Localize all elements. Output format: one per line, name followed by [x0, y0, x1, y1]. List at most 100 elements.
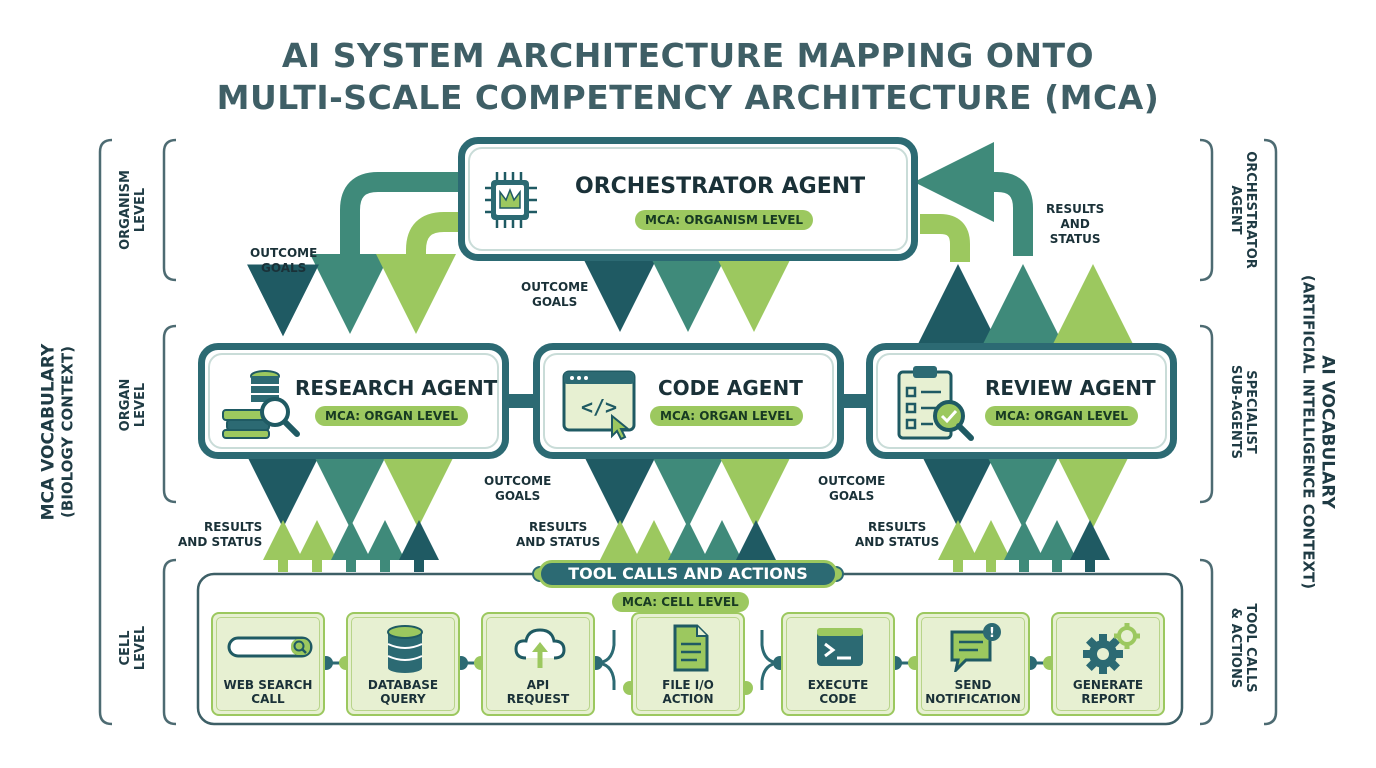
results-status-label-top: RESULTS AND STATUS [1046, 202, 1104, 247]
level-label-line: AGENT [1228, 185, 1243, 235]
review-agent-mca-pill: MCA: ORGAN LEVEL [985, 406, 1139, 426]
orchestrator-agent-box: ORCHESTRATOR AGENT MCA: ORGANISM LEVEL [458, 137, 918, 261]
outcome-goals-label-center: OUTCOME GOALS [521, 280, 588, 310]
flow-label-line: AND [1060, 217, 1090, 231]
document-icon [673, 624, 709, 672]
tool-label-line: NOTIFICATION [925, 692, 1021, 707]
level-label-line: SUB-AGENTS [1228, 365, 1243, 459]
level-label-line: & ACTIONS [1228, 607, 1243, 689]
tool-label-line: API [526, 678, 550, 692]
research-agent-mca-pill: MCA: ORGAN LEVEL [315, 406, 469, 426]
panel-inner-border [543, 353, 834, 449]
code-agent-box: </> CODE AGENT MCA: ORGAN LEVEL [533, 343, 844, 459]
tool-inner-border [921, 617, 1025, 711]
ai-vocabulary-title: AI VOCABULARY [1317, 355, 1338, 509]
clipboard-check-icon [897, 366, 974, 441]
level-label-line: TOOL CALLS [1242, 603, 1258, 693]
orchestrator-mca-pill: MCA: ORGANISM LEVEL [635, 210, 814, 230]
level-label-line: CELL [118, 630, 134, 666]
left-level-brackets [162, 138, 177, 726]
tool-label: FILE I/O ACTION [633, 678, 743, 707]
code-agent-title: CODE AGENT [658, 376, 803, 400]
right-vocabulary-label: AI VOCABULARY (ARTIFICIAL INTELLIGENCE C… [1300, 275, 1338, 589]
tool-label: DATABASE QUERY [348, 678, 458, 707]
level-label-line: ORGAN [118, 378, 134, 432]
tool-inner-border [351, 617, 455, 711]
tool-label-line: REPORT [1081, 692, 1135, 707]
level-label-line: LEVEL [133, 382, 148, 428]
tool-label: API REQUEST [483, 678, 593, 707]
tool-label-line: REQUEST [506, 692, 570, 707]
level-label-line: ORGANISM [118, 170, 134, 250]
tool-label-line: QUERY [380, 692, 426, 707]
tool-calls-title: TOOL CALLS AND ACTIONS [538, 560, 838, 588]
level-label-line: LEVEL [133, 187, 148, 233]
flow-label-line: OUTCOME [818, 474, 886, 488]
flow-label-line: GOALS [828, 489, 875, 503]
flow-label-line: OUTCOME [521, 280, 589, 294]
flow-label-line: GOALS [260, 261, 307, 275]
outcome-goals-label-research: OUTCOME GOALS [484, 474, 551, 504]
tool-label-line: FILE I/O [662, 678, 714, 692]
tool-label-line: ACTION [662, 692, 714, 707]
research-agent-box: RESEARCH AGENT MCA: ORGAN LEVEL [198, 343, 509, 459]
tool-label: EXECUTE CODE [783, 678, 893, 707]
tool-send-notification: ! SEND NOTIFICATION [916, 612, 1030, 716]
level-label-line: ORCHESTRATOR [1242, 151, 1258, 269]
tool-inner-border [636, 617, 740, 711]
left-outer-bracket [98, 138, 113, 726]
flow-label-line: OUTCOME [250, 246, 318, 260]
flow-label-line: GOALS [494, 489, 541, 503]
tool-inner-border [1056, 617, 1160, 711]
database-magnifier-icon [222, 370, 300, 439]
research-agent-title: RESEARCH AGENT [295, 376, 498, 400]
flow-label-line: AND STATUS [516, 535, 601, 549]
database-icon [387, 625, 423, 673]
cell-level-mca-pill: MCA: CELL LEVEL [612, 592, 749, 612]
tool-web-search: WEB SEARCH CALL [211, 612, 325, 716]
tool-inner-border [486, 617, 590, 711]
tool-label: SEND NOTIFICATION [918, 678, 1028, 707]
tool-label-line: CALL [251, 692, 285, 707]
gears-icon [1083, 623, 1140, 674]
level-label-line: LEVEL [133, 625, 148, 671]
biology-context-subtitle: (BIOLOGY CONTEXT) [58, 346, 77, 518]
results-status-label-code: RESULTS AND STATUS [516, 520, 600, 550]
results-status-label-research: RESULTS AND STATUS [178, 520, 262, 550]
flow-label-line: RESULTS [203, 520, 263, 534]
flow-label-line: GOALS [531, 295, 578, 309]
flow-label-line: RESULTS [1046, 202, 1105, 216]
right-level-brackets [1199, 138, 1214, 726]
tool-label: GENERATE REPORT [1053, 678, 1163, 707]
tool-label: WEB SEARCH CALL [213, 678, 323, 707]
code-window-icon: </> [562, 370, 636, 440]
cell-level-label: CELL LEVEL [118, 625, 149, 671]
tool-inner-border [786, 617, 890, 711]
diagram-title-line-2: MULTI-SCALE COMPETENCY ARCHITECTURE (MCA… [216, 78, 1160, 117]
tool-database-query: DATABASE QUERY [346, 612, 460, 716]
right-outer-bracket [1263, 138, 1278, 726]
tool-execute-code: EXECUTE CODE [781, 612, 895, 716]
outcome-goals-label-left: OUTCOME GOALS [250, 246, 317, 276]
flow-label-line: STATUS [1049, 232, 1101, 246]
tool-file-io: FILE I/O ACTION [631, 612, 745, 716]
results-status-label-review: RESULTS AND STATUS [855, 520, 939, 550]
level-label-line: SPECIALIST [1242, 370, 1258, 454]
tool-label-line: GENERATE [1072, 678, 1144, 692]
flow-label-line: OUTCOME [484, 474, 552, 488]
tool-inner-border [216, 617, 320, 711]
mca-vocabulary-title: MCA VOCABULARY [38, 343, 59, 521]
tool-label-line: SEND [954, 678, 992, 692]
panel-inner-border [208, 353, 499, 449]
panel-inner-border [876, 353, 1167, 449]
cloud-upload-icon [514, 628, 566, 668]
diagram-title-line-1: AI SYSTEM ARCHITECTURE MAPPING ONTO [281, 36, 1095, 75]
left-vocabulary-label: MCA VOCABULARY (BIOLOGY CONTEXT) [38, 343, 77, 521]
tool-api-request: API REQUEST [481, 612, 595, 716]
chat-notification-icon: ! [950, 623, 1001, 672]
code-agent-mca-pill: MCA: ORGAN LEVEL [650, 406, 804, 426]
flow-label-line: RESULTS [528, 520, 588, 534]
specialist-sub-agents-side-label: SPECIALIST SUB-AGENTS [1227, 365, 1258, 459]
terminal-icon [817, 628, 863, 666]
orchestrator-agent-side-label: ORCHESTRATOR AGENT [1227, 151, 1258, 269]
